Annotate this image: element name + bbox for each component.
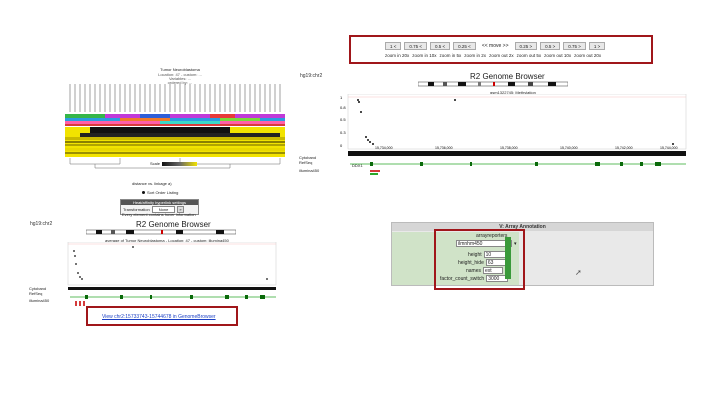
zoom-in-2x-link[interactable]: zoom in 2x: [464, 53, 487, 58]
zoom-in-10x-link[interactable]: zoom in 10x: [412, 53, 437, 58]
zoom-in-20x-link[interactable]: zoom in 20x: [385, 53, 410, 58]
genome-browser-link-box: View chr2:15733743-15744678 in GenomeBro…: [86, 306, 238, 326]
move-controls: 1 < 0.75 < 0.5 < 0.25 < << move >> 0.25 …: [385, 42, 606, 50]
methylation-plot-bottom: [67, 242, 277, 306]
annotation-bar-1: [65, 114, 285, 118]
track-title-bottom: average of Tumor Neuroblastoma - Locatio…: [105, 238, 229, 243]
heatmap-figure: [65, 84, 285, 169]
dropdown-icon[interactable]: ▾: [514, 240, 517, 247]
factor-count-switch-label: factor_count_switch: [440, 275, 485, 282]
annotation-bar-2: [65, 118, 285, 121]
move-left-075-button[interactable]: 0.75 <: [404, 42, 428, 50]
move-label: << move >>: [481, 43, 509, 49]
mouse-cursor-icon: ➚: [575, 268, 582, 277]
transformation-label: Transformation: [123, 207, 150, 212]
arrayreporters-label: arrayreporters: [476, 233, 508, 239]
zoom-out-10x-link[interactable]: zoom out 10x: [544, 53, 572, 58]
svg-text:1: 1: [340, 95, 343, 100]
move-right-05-button[interactable]: 0.5 >: [540, 42, 561, 50]
move-right-075-button[interactable]: 0.75 >: [563, 42, 586, 50]
sample-labels: [69, 84, 281, 112]
heatmap-subtitle-3: ordered by: ...: [167, 80, 193, 85]
chrom-label-bottom: hg19:chr2: [30, 221, 53, 227]
transformation-select[interactable]: None: [151, 206, 176, 213]
distance-text: distance vs. linkage a): [132, 181, 172, 186]
hyperlink-settings-box: Heat/affinity hyperlink settings Transfo…: [120, 199, 199, 215]
arrayreporters-select[interactable]: ilmnhm450: [456, 240, 512, 247]
track-label-refseq-bottom: RefSeq: [29, 291, 43, 296]
annotation-fields-highlight: arrayreporters ilmnhm450 ▾ height 10 hei…: [434, 229, 525, 290]
svg-text:0.3: 0.3: [340, 130, 346, 135]
dendrogram: [69, 158, 281, 169]
annotation-bar-4: [65, 124, 285, 126]
svg-text:15,740,000: 15,740,000: [560, 146, 578, 150]
move-right-1-button[interactable]: 1 >: [588, 42, 606, 50]
view-in-genome-browser-link[interactable]: View chr2:15733743-15744678 in GenomeBro…: [102, 314, 216, 320]
radio-icon[interactable]: [142, 191, 145, 194]
height-input[interactable]: 10: [483, 251, 506, 258]
navigation-box: 1 < 0.75 < 0.5 < 0.25 < << move >> 0.25 …: [349, 35, 653, 64]
svg-text:15,744,000: 15,744,000: [660, 146, 678, 150]
move-right-025-button[interactable]: 0.25 >: [514, 42, 538, 50]
svg-text:15,738,000: 15,738,000: [500, 146, 518, 150]
track-label-cytoband-top: Cytoband: [299, 155, 317, 160]
methylation-plot-top: 1 0.8 0.5 0.3 0 15,734,000 15,736,000 15…: [340, 94, 687, 175]
move-left-1-button[interactable]: 1 <: [385, 42, 402, 50]
scale-label: Scale: [150, 161, 161, 166]
zoom-controls: zoom in 20x zoom in 10x zoom in 5x zoom …: [385, 53, 601, 58]
svg-text:0.8: 0.8: [340, 105, 346, 110]
track-label-cytoband-bottom: Cytoband: [29, 286, 47, 291]
svg-text:15,736,000: 15,736,000: [435, 146, 453, 150]
hover-hint: Every element contains hover information: [122, 212, 196, 217]
svg-text:15,742,000: 15,742,000: [615, 146, 633, 150]
browser-title-bottom: R2 Genome Browser: [136, 220, 211, 229]
zoom-in-5x-link[interactable]: zoom in 5x: [439, 53, 462, 58]
zoom-out-2x-link[interactable]: zoom out 2x: [489, 53, 514, 58]
settings-title: Heat/affinity hyperlink settings: [121, 200, 198, 205]
position-tick: 15,734,000: [375, 146, 393, 150]
move-left-025-button[interactable]: 0.25 <: [453, 42, 476, 50]
chromosome-ideogram-top: [418, 81, 568, 87]
sort-order-option[interactable]: Sort Order Listing: [142, 190, 178, 195]
height-label: height: [468, 251, 482, 258]
browser-title-top: R2 Genome Browser: [470, 72, 545, 81]
height-hide-label: height_hide: [458, 259, 484, 266]
heatmap-subtitle-1: Location: 47 - custom: ...: [158, 72, 202, 77]
track-label-illumina-bottom: illumina450: [29, 298, 50, 303]
move-left-05-button[interactable]: 0.5 <: [430, 42, 451, 50]
names-select[interactable]: ext: [483, 267, 504, 274]
heatmap-title: Tumor Neuroblastoma: [160, 67, 200, 72]
transformation-apply-button[interactable]: »: [177, 206, 184, 213]
svg-text:0: 0: [340, 143, 343, 148]
sort-order-label: Sort Order Listing: [147, 190, 179, 195]
zoom-out-20x-link[interactable]: zoom out 20x: [574, 53, 602, 58]
track-label-refseq-top: RefSeq: [299, 160, 313, 165]
chromosome-ideogram-bottom: [86, 229, 236, 235]
track-label-illumina-top: illumina450: [299, 168, 320, 173]
track-title-top: gsm1322745: Methylation: [490, 90, 536, 95]
gene-label-top: DDX1: [352, 163, 363, 168]
annotation-scroll-strip[interactable]: [505, 237, 511, 279]
svg-text:0.5: 0.5: [340, 117, 346, 122]
zoom-out-5x-link[interactable]: zoom out 5x: [516, 53, 542, 58]
names-label: names: [466, 267, 482, 274]
heatmap-subtitle-2: Variables: ...: [169, 76, 191, 81]
scale-bar: [162, 162, 197, 166]
chrom-label-top: hg19:chr2: [300, 73, 323, 79]
array-annotation-header: V: Array Annotation: [392, 223, 653, 231]
